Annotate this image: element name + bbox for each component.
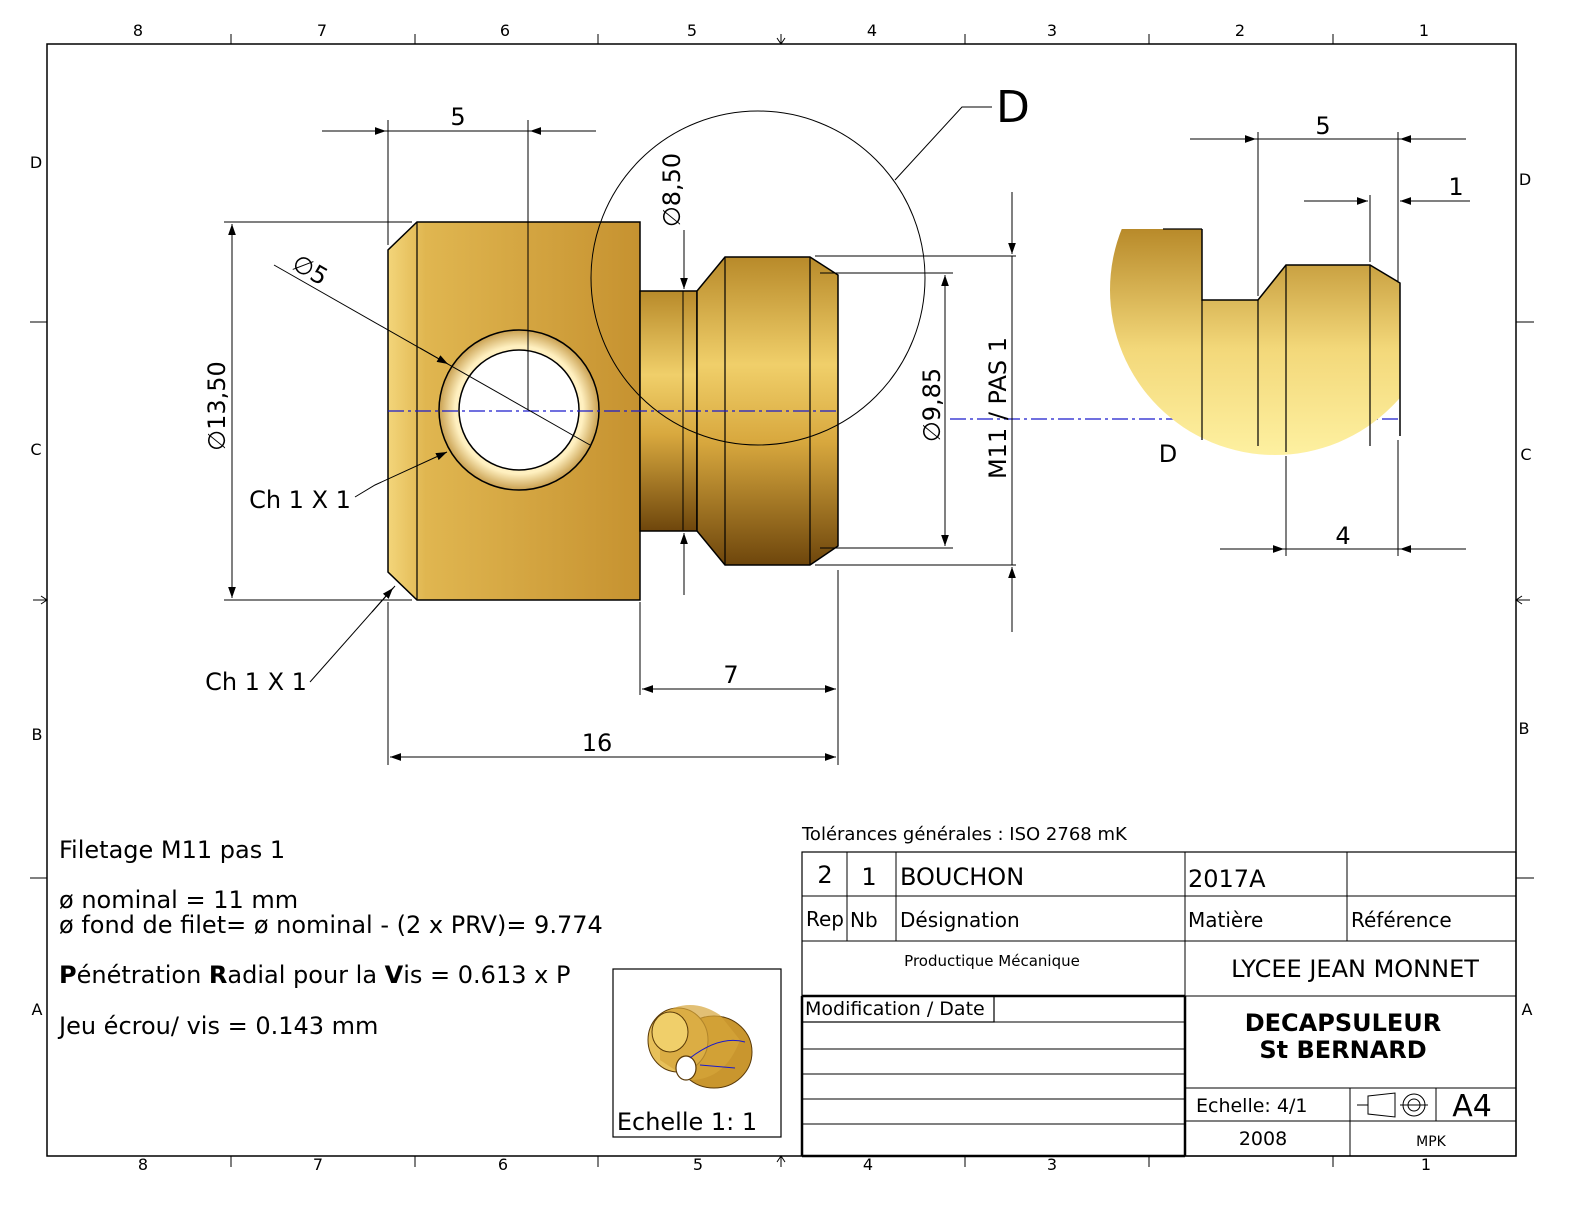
dim-length-16: 16 bbox=[582, 729, 613, 757]
iso-scale-label: Echelle 1: 1 bbox=[617, 1108, 757, 1136]
row-label-d-left: D bbox=[30, 153, 42, 172]
drawing-frame bbox=[30, 34, 1534, 1167]
col-label-2-top: 2 bbox=[1235, 21, 1245, 40]
dim-main-top-5: 5 bbox=[450, 103, 465, 131]
general-tolerances: Tolérances générales : ISO 2768 mK bbox=[801, 824, 1128, 845]
note-root-diameter: ø fond de filet= ø nominal - (2 x PRV)= … bbox=[59, 911, 603, 939]
detail-view-d bbox=[1110, 228, 1401, 455]
col-label-7-bottom: 7 bbox=[313, 1155, 323, 1174]
col-label-6-bottom: 6 bbox=[498, 1155, 508, 1174]
detail-leader bbox=[894, 106, 992, 181]
detail-label: D bbox=[996, 82, 1030, 133]
tb-rep-value: 2 bbox=[817, 861, 832, 889]
tb-title-line2: St BERNARD bbox=[1259, 1036, 1426, 1064]
tb-scale: Echelle: 4/1 bbox=[1196, 1095, 1307, 1117]
note-clearance: Jeu écrou/ vis = 0.143 mm bbox=[57, 1012, 378, 1040]
row-label-b-right: B bbox=[1519, 719, 1530, 738]
row-label-a-left: A bbox=[32, 1000, 43, 1019]
detail-circle bbox=[590, 110, 926, 446]
title-block bbox=[800, 851, 1517, 1158]
col-label-1-top: 1 bbox=[1419, 21, 1429, 40]
tb-matiere-value: 2017A bbox=[1188, 865, 1266, 893]
tb-nb-header: Nb bbox=[850, 908, 878, 932]
dim-dia-9-85: ∅9,85 bbox=[918, 368, 946, 442]
tb-format: A4 bbox=[1452, 1089, 1492, 1124]
col-label-5-top: 5 bbox=[687, 21, 697, 40]
col-label-5-bottom: 5 bbox=[693, 1155, 703, 1174]
col-label-3-bottom: 3 bbox=[1047, 1155, 1057, 1174]
projection-symbol bbox=[1357, 1092, 1396, 1118]
dim-dia-13-50: ∅13,50 bbox=[203, 361, 231, 451]
tb-designation-header: Désignation bbox=[900, 908, 1020, 932]
main-dimensions bbox=[224, 120, 1016, 765]
col-label-8-top: 8 bbox=[133, 21, 143, 40]
col-label-1-bottom: 1 bbox=[1421, 1155, 1431, 1174]
col-label-6-top: 6 bbox=[500, 21, 510, 40]
tb-school: LYCEE JEAN MONNET bbox=[1231, 955, 1479, 983]
row-label-b-left: B bbox=[32, 725, 43, 744]
detail-view-label: D bbox=[1159, 440, 1177, 468]
col-label-7-top: 7 bbox=[317, 21, 327, 40]
dim-length-7: 7 bbox=[723, 661, 738, 689]
tb-rep-header: Rep bbox=[806, 907, 844, 931]
tb-nb-value: 1 bbox=[861, 863, 876, 891]
dim-detail-1: 1 bbox=[1448, 173, 1463, 201]
note-nominal-diameter: ø nominal = 11 mm bbox=[59, 886, 298, 914]
note-thread: Filetage M11 pas 1 bbox=[59, 836, 285, 864]
row-label-c-right: C bbox=[1520, 445, 1531, 464]
row-label-d-right: D bbox=[1519, 170, 1531, 189]
detail-dimensions bbox=[1190, 132, 1470, 556]
note-penetration: Pénétration Radial pour la Vis = 0.613 x… bbox=[59, 961, 570, 989]
col-label-4-top: 4 bbox=[867, 21, 877, 40]
dim-detail-4: 4 bbox=[1335, 522, 1350, 550]
dim-detail-5: 5 bbox=[1315, 112, 1330, 140]
cross-hole bbox=[458, 349, 580, 471]
tb-designation-value: BOUCHON bbox=[900, 863, 1024, 891]
tb-author: MPK bbox=[1416, 1134, 1447, 1150]
col-label-4-bottom: 4 bbox=[863, 1155, 873, 1174]
col-label-8-bottom: 8 bbox=[138, 1155, 148, 1174]
dim-chamfer-upper: Ch 1 X 1 bbox=[249, 486, 351, 514]
col-label-3-top: 3 bbox=[1047, 21, 1057, 40]
tb-title-line1: DECAPSULEUR bbox=[1245, 1009, 1442, 1037]
tb-department: Productique Mécanique bbox=[904, 952, 1080, 970]
tb-year: 2008 bbox=[1239, 1128, 1287, 1150]
row-label-c-left: C bbox=[30, 440, 41, 459]
dim-dia-8-50: ∅8,50 bbox=[658, 153, 686, 227]
tb-matiere-header: Matière bbox=[1188, 908, 1263, 932]
dim-chamfer-lower: Ch 1 X 1 bbox=[205, 668, 307, 696]
dim-dia-5: ∅5 bbox=[287, 249, 332, 291]
dim-thread: M11 / PAS 1 bbox=[984, 337, 1012, 479]
tb-modification-header: Modification / Date bbox=[805, 998, 985, 1020]
row-label-a-right: A bbox=[1522, 1000, 1533, 1019]
tb-reference-header: Référence bbox=[1351, 908, 1452, 932]
iso-view bbox=[612, 968, 782, 1138]
